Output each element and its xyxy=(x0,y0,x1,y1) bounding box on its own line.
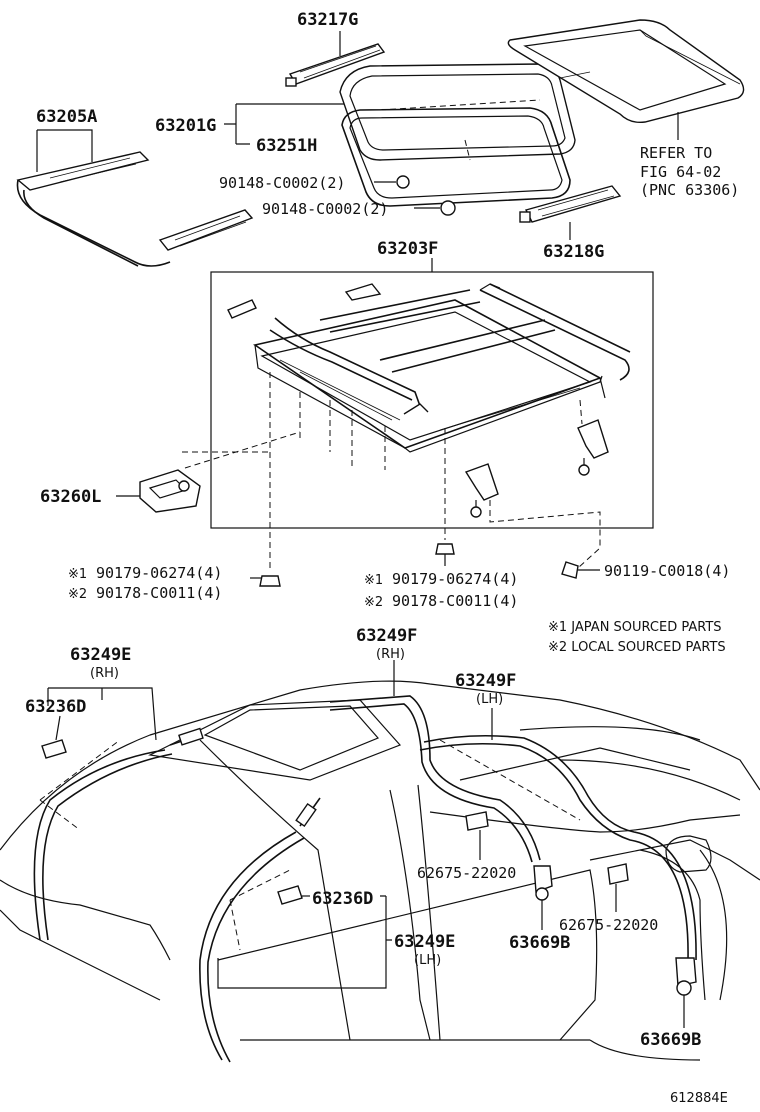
drain-hose-63249E-lh xyxy=(199,797,321,1063)
label-lh-f: (LH) xyxy=(476,692,503,707)
bolt-90148-a xyxy=(374,175,410,189)
label-63205A: 63205A xyxy=(36,107,97,127)
leader-63205A xyxy=(36,129,93,172)
label-63251H: 63251H xyxy=(256,136,317,156)
part-63260L-motor xyxy=(139,469,201,513)
note-japan-sourced: ※1 JAPAN SOURCED PARTS xyxy=(548,620,722,635)
label-rh-e: (RH) xyxy=(90,666,119,681)
label-63249E-rh: 63249E xyxy=(70,645,131,665)
label-90178-a: 90178-C0011(4) xyxy=(96,584,222,602)
mark-japan-a: ※1 xyxy=(68,567,87,582)
leader-63236D-a xyxy=(55,715,61,741)
leader-63201G xyxy=(224,103,344,145)
label-63249E-lh: 63249E xyxy=(394,932,455,952)
nut-90179-left xyxy=(250,575,281,587)
clip-63236D-rh xyxy=(41,739,67,759)
bracket-right xyxy=(577,419,609,476)
figure-id: 612884E xyxy=(670,1091,728,1106)
note-local-sourced: ※2 LOCAL SOURCED PARTS xyxy=(548,640,726,655)
label-refer-pnc: (PNC 63306) xyxy=(640,181,739,199)
leader-63249E-rh xyxy=(47,687,157,741)
label-62675-b: 62675-22020 xyxy=(559,916,658,934)
label-90148-b: 90148-C0002(2) xyxy=(262,200,388,218)
label-90178-b: 90178-C0011(4) xyxy=(392,592,518,610)
drain-hose-63249F-lh xyxy=(419,734,697,961)
label-63249F-rh: 63249F xyxy=(356,626,417,646)
bolt-90119 xyxy=(561,561,600,579)
label-63201G: 63201G xyxy=(155,116,216,136)
valve-63669B-b xyxy=(675,957,697,1028)
part-63251H-seal xyxy=(341,107,571,207)
drain-hose-63249F-rh xyxy=(329,695,541,863)
car-body-outline xyxy=(0,680,760,1061)
mark-local-b: ※2 xyxy=(364,595,383,610)
mark-japan-b: ※1 xyxy=(364,573,383,588)
label-63217G: 63217G xyxy=(297,10,358,30)
clip-63236D-lh xyxy=(277,885,310,905)
dashed-assembly-lines xyxy=(182,372,601,569)
label-rh-f: (RH) xyxy=(376,647,405,662)
part-63217G-rail xyxy=(285,43,386,87)
part-63203F-housing xyxy=(227,283,631,453)
valve-63669B-a xyxy=(533,865,553,930)
label-63236D-a: 63236D xyxy=(25,697,86,717)
bolt-90148-b xyxy=(414,200,456,216)
label-63249F-lh: 63249F xyxy=(455,671,516,691)
part-63201G-glass-panel xyxy=(339,63,576,161)
bracket-left xyxy=(464,463,499,518)
label-90179-a: 90179-06274(4) xyxy=(96,564,222,582)
label-90179-b: 90179-06274(4) xyxy=(392,570,518,588)
frame-63203F-box xyxy=(210,271,654,529)
label-90119: 90119-C0018(4) xyxy=(604,562,730,580)
part-63218G-rail xyxy=(519,185,622,223)
label-90148-a: 90148-C0002(2) xyxy=(219,174,345,192)
label-63236D-b: 63236D xyxy=(312,889,373,909)
nut-90179-center xyxy=(435,543,455,566)
label-63669B-a: 63669B xyxy=(509,933,570,953)
drain-hose-63249E-rh xyxy=(33,727,204,941)
label-refer-fig: FIG 64-02 xyxy=(640,163,721,181)
leader-63249E-lh xyxy=(217,895,392,989)
clip-62675-a xyxy=(465,811,489,860)
part-sunshade-refer xyxy=(507,19,745,124)
label-63669B-b: 63669B xyxy=(640,1030,701,1050)
label-62675-a: 62675-22020 xyxy=(417,864,516,882)
label-63260L: 63260L xyxy=(40,487,101,507)
part-63205A-rail-set xyxy=(16,151,254,267)
label-63203F: 63203F xyxy=(377,239,438,259)
label-lh-e: (LH) xyxy=(414,953,441,968)
label-refer-to: REFER TO xyxy=(640,144,712,162)
mark-local-a: ※2 xyxy=(68,587,87,602)
label-63218G: 63218G xyxy=(543,242,604,262)
clip-62675-b xyxy=(607,863,629,912)
